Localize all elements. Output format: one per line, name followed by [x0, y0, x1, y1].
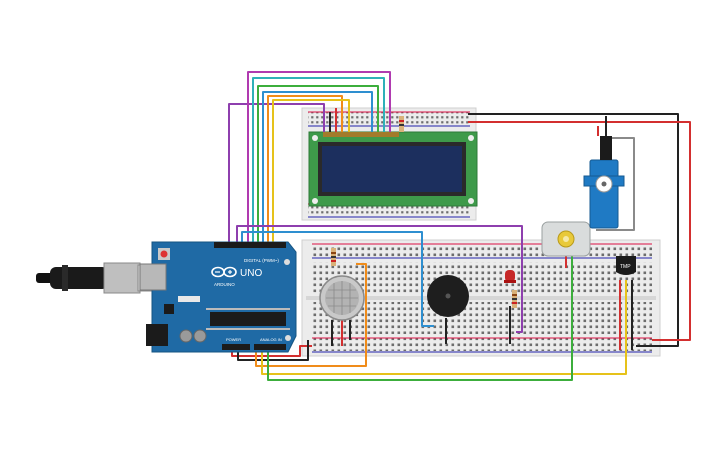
red-led[interactable] [504, 270, 516, 283]
analog-header-label: ANALOG IN [260, 337, 282, 342]
wire-gray-servo-signal [596, 137, 635, 231]
power-header[interactable] [222, 344, 250, 350]
wire-yellow-temp [261, 280, 627, 375]
temperature-sensor[interactable]: TMP [616, 256, 636, 275]
micro-servo[interactable] [583, 136, 625, 229]
gas-resistor [331, 248, 336, 266]
wires[interactable] [228, 71, 691, 381]
arduino-logo [211, 266, 237, 278]
gas-sensor[interactable] [319, 275, 365, 321]
wire-green-lcd [257, 85, 379, 244]
lcd-resistor [399, 116, 404, 132]
main-breadboard [301, 239, 661, 357]
piezo-buzzer[interactable] [427, 275, 469, 317]
digital-header[interactable] [214, 242, 286, 248]
arduino-uno[interactable]: DIGITAL (PWM~) UNO ARDUINO POWER ANALOG … [139, 241, 297, 353]
wire-green-motor [267, 256, 573, 381]
wire-black-rail [468, 113, 679, 347]
led-resistor [512, 290, 517, 308]
digital-header-label: DIGITAL (PWM~) [244, 258, 279, 263]
wire-blue-gas [241, 231, 434, 327]
temp-sensor-label: TMP [620, 264, 631, 270]
power-header-label: POWER [226, 337, 241, 342]
arduino-brand: ARDUINO [214, 282, 235, 287]
wire-purple-buzzer [236, 225, 523, 333]
wire-purple-lcd [228, 103, 325, 244]
wire-magenta-lcd [247, 71, 391, 244]
wire-orange-lcd [267, 95, 343, 244]
wire-orange-gas-analog [255, 263, 367, 367]
arduino-model: UNO [240, 268, 262, 279]
atmega-chip [210, 312, 286, 326]
lcd-16x2[interactable] [308, 131, 478, 207]
wire-red-rail [468, 121, 691, 341]
servo-connector [600, 136, 612, 160]
wire-teal-lcd [252, 77, 385, 244]
dc-motor[interactable] [541, 221, 591, 257]
lcd-pin-header [323, 132, 399, 137]
wire-yellow-lcd [272, 99, 350, 244]
wire-blue-lcd [262, 91, 373, 244]
analog-header[interactable] [254, 344, 286, 350]
